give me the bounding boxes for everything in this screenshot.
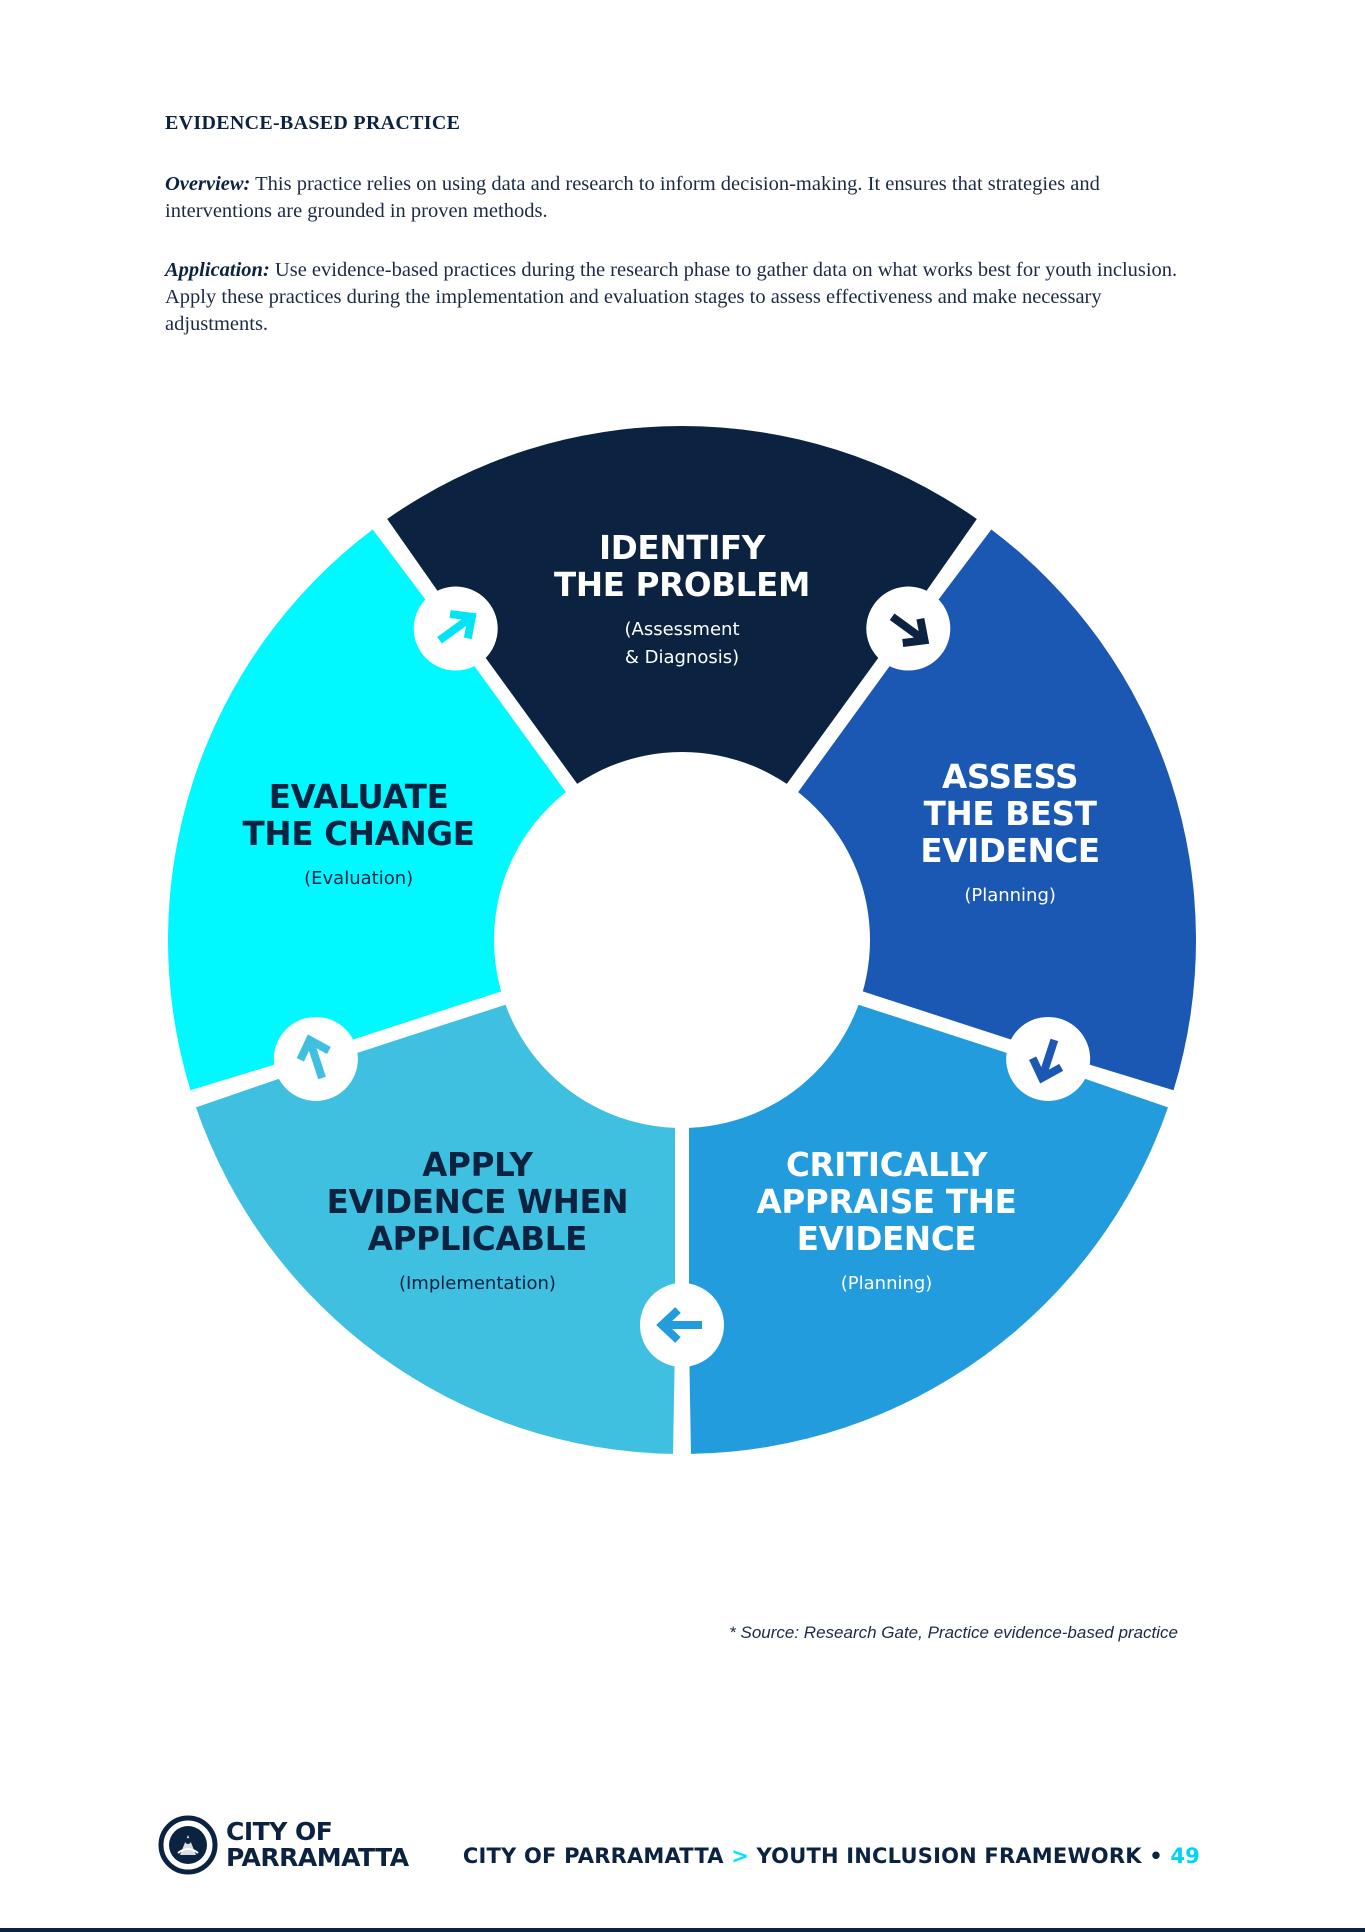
arrow-down-left-icon: [1006, 1016, 1091, 1101]
segment-title-line: APPLICABLE: [368, 1220, 587, 1258]
segment-title-line: IDENTIFY: [599, 529, 766, 567]
city-seal-icon: [158, 1815, 218, 1875]
segment-title-line: ASSESS: [942, 758, 1078, 796]
diagram-center: [494, 752, 870, 1128]
section-heading: EVIDENCE-BASED PRACTICE: [165, 112, 461, 134]
bottom-border: [0, 1928, 1365, 1932]
segment-title-line: EVALUATE: [269, 778, 449, 816]
segment-divider: [371, 516, 589, 809]
cycle-segment-1: [387, 425, 977, 803]
footer-org: CITY OF PARRAMATTA: [462, 1844, 724, 1868]
page-number: 49: [1170, 1844, 1200, 1868]
logo-line-1: CITY OF: [226, 1817, 333, 1846]
segment-title-line: THE BEST: [924, 795, 1097, 833]
arrow-up-right-icon: [413, 586, 498, 671]
segment-subtitle-line: (Assessment: [625, 619, 740, 640]
segment-divider: [775, 516, 993, 809]
footer-doc-title: YOUTH INCLUSION FRAMEWORK: [756, 1844, 1142, 1868]
arrow-down-right-icon: [866, 586, 951, 671]
segment-title-line: THE CHANGE: [243, 815, 475, 853]
city-logo: CITY OF PARRAMATTA: [158, 1813, 409, 1877]
segment-subtitle-line: (Planning): [964, 885, 1056, 906]
segment-title-line: EVIDENCE: [920, 832, 1099, 870]
segment-title-line: EVIDENCE WHEN: [327, 1183, 629, 1221]
footer-separator: >: [731, 1844, 749, 1868]
arrow-up-icon: [273, 1016, 358, 1101]
segment-title-line: THE PROBLEM: [554, 566, 810, 604]
arrow-left-icon: [640, 1283, 724, 1367]
segment-title-line: EVIDENCE: [797, 1220, 976, 1258]
application-text: Use evidence-based practices during the …: [165, 259, 1178, 335]
overview-paragraph: Overview: This practice relies on using …: [165, 171, 1205, 225]
segment-subtitle-line: (Planning): [841, 1273, 933, 1294]
logo-line-2: PARRAMATTA: [226, 1843, 409, 1872]
application-label: Application:: [165, 259, 270, 281]
footer-bullet: •: [1149, 1844, 1163, 1868]
segment-title-line: CRITICALLY: [786, 1146, 988, 1184]
cycle-segment-3: [684, 994, 1168, 1454]
overview-text: This practice relies on using data and r…: [165, 173, 1100, 222]
cycle-segment-4: [196, 994, 680, 1454]
segment-title-line: APPRAISE THE: [757, 1183, 1017, 1221]
segment-divider: [187, 985, 525, 1107]
page-footer: CITY OF PARRAMATTA > YOUTH INCLUSION FRA…: [463, 1844, 1200, 1868]
overview-label: Overview:: [165, 173, 251, 195]
segment-subtitle-line: (Evaluation): [304, 868, 413, 889]
application-paragraph: Application: Use evidence-based practice…: [165, 257, 1205, 338]
source-note: * Source: Research Gate, Practice eviden…: [729, 1623, 1178, 1642]
logo-wordmark: CITY OF PARRAMATTA: [226, 1819, 409, 1871]
segment-divider: [839, 985, 1177, 1107]
segment-title-line: APPLY: [422, 1146, 533, 1184]
segment-subtitle-line: (Implementation): [399, 1273, 556, 1294]
segment-subtitle-line: & Diagnosis): [625, 647, 739, 668]
